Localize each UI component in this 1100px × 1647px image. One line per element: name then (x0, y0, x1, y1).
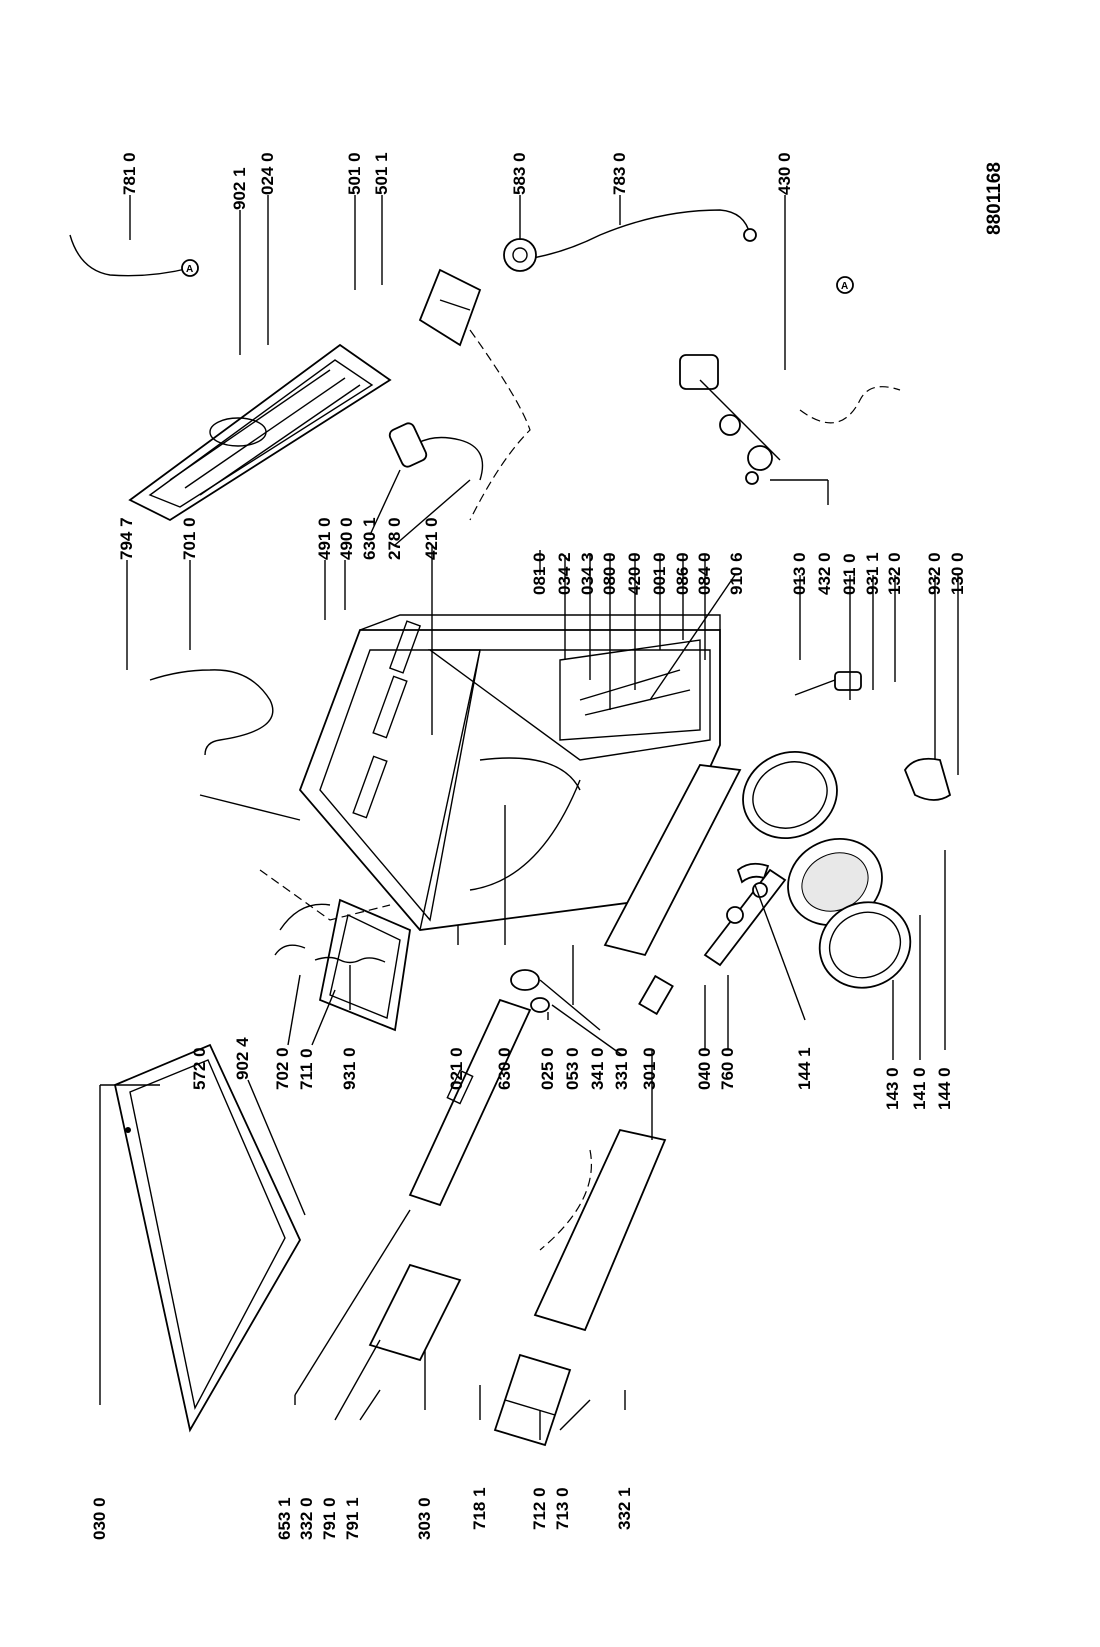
label-712-0: 712 0 (530, 1487, 549, 1530)
knobs-drawing (510, 969, 550, 1013)
dashed-assembly-line-2 (469, 329, 531, 521)
label-278-0: 278 0 (385, 517, 404, 560)
label-421-0: 421 0 (422, 517, 441, 560)
label-711-0: 711 0 (297, 1048, 316, 1090)
label-144-1: 144 1 (795, 1047, 814, 1090)
label-501-0: 501 0 (345, 152, 364, 195)
label-791-1: 791 1 (343, 1497, 362, 1540)
pressure-switch-drawing (503, 238, 537, 272)
timer-drawing (418, 268, 482, 347)
label-702-0: 702 0 (273, 1047, 292, 1090)
label-501-1: 501 1 (372, 152, 391, 195)
label-132-0: 132 0 (885, 552, 904, 595)
label-332-1: 332 1 (615, 1487, 634, 1530)
dashed-assembly-line-1 (259, 869, 391, 921)
label-130-0: 130 0 (948, 552, 967, 595)
door-lock-drawing (638, 974, 674, 1016)
shock-absorber-drawing (794, 671, 862, 696)
dashed-assembly-line-3 (799, 386, 901, 424)
label-910-6: 910 6 (727, 552, 746, 595)
label-086-0: 086 0 (673, 552, 692, 595)
label-034-3: 034 3 (578, 552, 597, 595)
label-653-1: 653 1 (275, 1497, 294, 1540)
door-assembly-drawing (742, 750, 912, 989)
reference-markers: A A (181, 228, 854, 485)
label-432-0: 432 0 (815, 552, 834, 595)
label-013-0: 013 0 (790, 552, 809, 595)
fascia-drawing (533, 1128, 667, 1332)
cabinet-drawing (298, 614, 721, 931)
label-760-0: 760 0 (718, 1047, 737, 1090)
spring-931-drawing (314, 956, 386, 964)
label-040-0: 040 0 (695, 1047, 714, 1090)
label-143-0: 143 0 (883, 1067, 902, 1110)
top-cover-plate-drawing (128, 343, 392, 522)
control-panel-drawing (408, 998, 532, 1207)
label-491-0: 491 0 (315, 517, 334, 560)
label-011-0: 011 0 (840, 553, 859, 595)
label-791-0: 791 0 (320, 1497, 339, 1540)
label-701-0: 701 0 (180, 517, 199, 560)
label-024-0: 024 0 (258, 152, 277, 195)
label-144-0: 144 0 (935, 1067, 954, 1110)
label-902-1: 902 1 (230, 167, 249, 210)
fill-hose-701-drawing (149, 669, 274, 756)
label-583-0: 583 0 (510, 152, 529, 195)
label-781-0: 781 0 (120, 152, 139, 195)
dashed-assembly-line-4 (539, 1149, 592, 1251)
label-332-0: 332 0 (297, 1497, 316, 1540)
label-331-0: 331 0 (612, 1047, 631, 1090)
label-430-0: 430 0 (775, 152, 794, 195)
label-713-0: 713 0 (553, 1487, 572, 1530)
part-labels: 030 0 653 1 332 0 791 0 791 1 303 0 718 … (90, 152, 1005, 1540)
label-902-4: 902 4 (233, 1037, 252, 1080)
spring-bracket-drawing (903, 757, 952, 801)
label-001-0: 001 0 (650, 552, 669, 595)
label-794-7: 794 7 (117, 517, 136, 560)
front-strip-drawing (603, 764, 742, 957)
detergent-dispenser-drawing (274, 898, 411, 1032)
label-931-1: 931 1 (863, 552, 882, 595)
label-718-1: 718 1 (470, 1487, 489, 1530)
label-030-0: 030 0 (90, 1497, 109, 1540)
label-931-0: 931 0 (340, 1047, 359, 1090)
label-303-0: 303 0 (415, 1497, 434, 1540)
label-932-0: 932 0 (925, 552, 944, 595)
label-301-0: 301 0 (640, 1047, 659, 1090)
label-630-1: 630 1 (360, 517, 379, 560)
drain-pump-drawing (679, 354, 781, 471)
label-021-0: 021 0 (447, 1047, 466, 1090)
label-053-0: 053 0 (563, 1047, 582, 1090)
inlet-hose-781-drawing (69, 234, 191, 277)
heater-drawing (388, 422, 484, 481)
label-420-0: 420 0 (625, 552, 644, 595)
label-141-0: 141 0 (910, 1067, 929, 1110)
leader-lines (99, 195, 959, 1440)
drawing-number: 8801168 (984, 162, 1005, 235)
label-084-0: 084 0 (695, 552, 714, 595)
label-081-0: 081 0 (530, 552, 549, 595)
label-783-0: 783 0 (610, 152, 629, 195)
label-341-0: 341 0 (588, 1047, 607, 1090)
worktop-lid-drawing (113, 1043, 302, 1433)
label-630-0: 630 0 (495, 1047, 514, 1090)
drain-hose-drawing (519, 209, 751, 261)
label-572-0: 572 0 (190, 1047, 209, 1090)
marker-a-1: A (186, 264, 193, 275)
label-025-0: 025 0 (538, 1047, 557, 1090)
label-034-2: 034 2 (555, 552, 574, 595)
marker-a-2: A (841, 281, 848, 292)
label-490-0: 490 0 (337, 517, 356, 560)
drawer-drawing (368, 1263, 572, 1447)
label-080-0: 080 0 (600, 552, 619, 595)
hinge-parts-drawing (703, 868, 787, 967)
